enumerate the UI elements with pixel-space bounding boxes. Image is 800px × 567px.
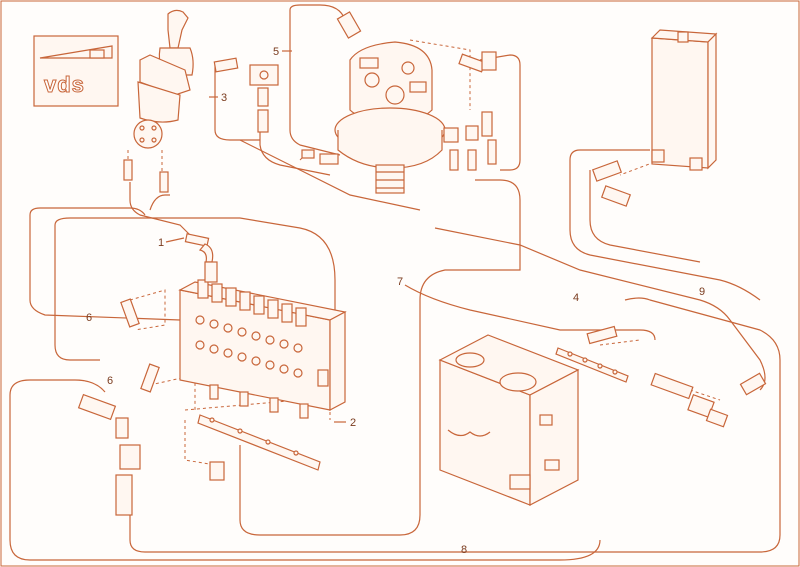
joystick-control [123,9,194,193]
swing-motor [301,11,497,194]
callout-labels: 1 2 3 4 5 6 6 7 8 9 [86,46,705,556]
tee-fitting-stack [77,393,141,516]
callout-4: 4 [573,292,579,304]
return-filter-fittings [586,325,767,428]
callout-2: 2 [350,417,356,429]
callout-1: 1 [158,237,164,249]
control-valve-bank [120,233,347,419]
callout-8: 8 [461,544,467,556]
callout-6-upper: 6 [86,312,92,324]
callout-5: 5 [273,46,279,58]
oil-cooler [591,29,718,207]
mounting-strip [197,414,321,481]
callout-6-lower: 6 [107,375,113,387]
pilot-valve-block [213,57,279,133]
logo-text: vds [44,72,85,97]
hydraulic-tank [438,334,629,506]
callout-7: 7 [397,276,403,288]
vds-logo: vds [33,35,119,107]
callout-9: 9 [699,286,705,298]
callout-3: 3 [221,92,227,104]
